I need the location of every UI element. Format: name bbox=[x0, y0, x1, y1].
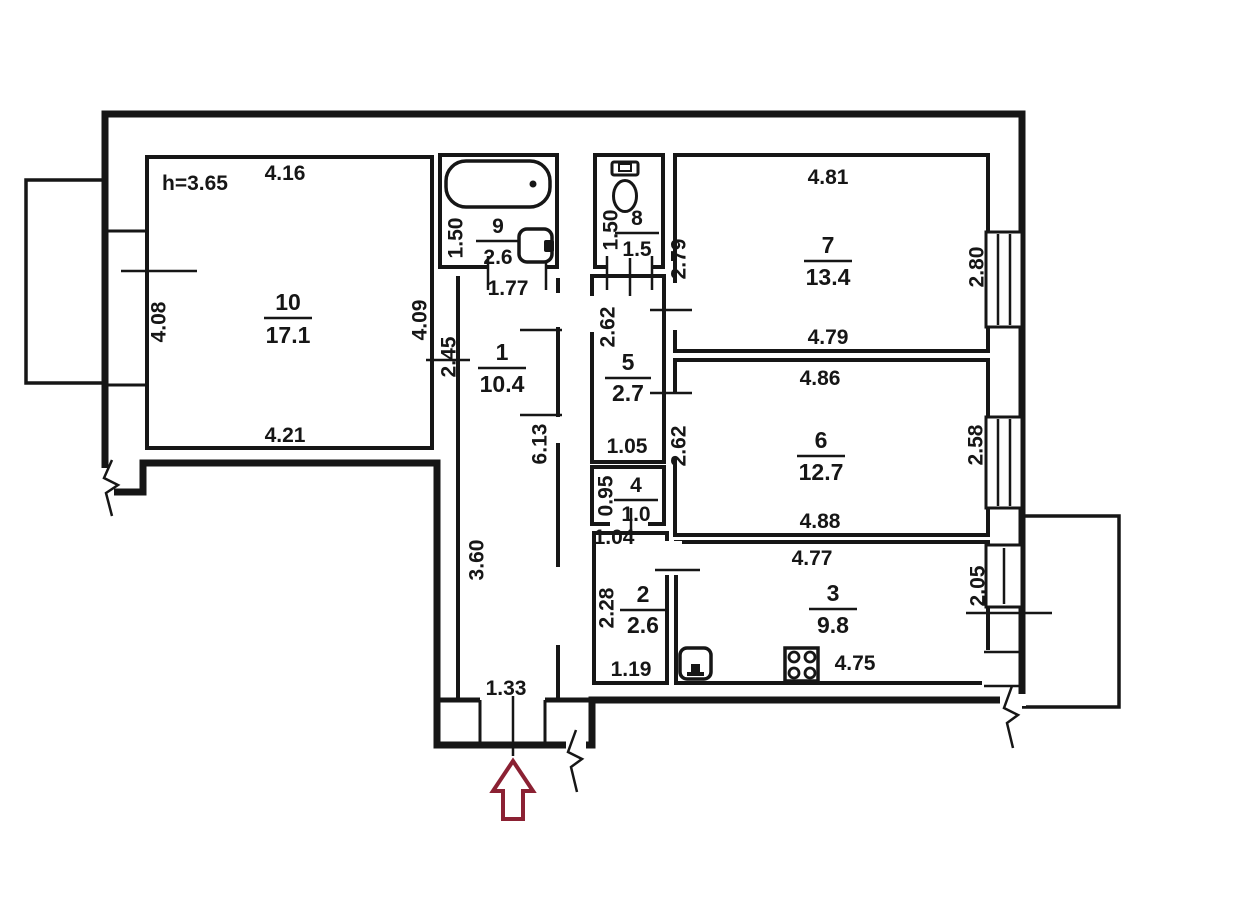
dimension-labels-horizontal: h=3.65 4.16 4.21 1.77 4.81 4.79 4.86 4.8… bbox=[162, 162, 876, 700]
room-4-number: 4 bbox=[630, 474, 642, 497]
dim-corridor-left-upper: 2.45 bbox=[438, 336, 461, 377]
dim-corridor-right: 6.13 bbox=[529, 424, 552, 465]
break-mark-porch bbox=[566, 729, 586, 793]
dim-r5-bottom: 1.05 bbox=[607, 435, 648, 458]
dimension-labels-vertical: 4.08 4.09 2.45 1.50 1.50 2.62 0.95 2.28 … bbox=[148, 210, 990, 629]
room-1-area: 10.4 bbox=[480, 371, 525, 397]
dim-r3-bottom: 4.75 bbox=[835, 652, 876, 675]
dim-r4-bottom: 1.04 bbox=[594, 526, 635, 549]
room-10-area: 17.1 bbox=[266, 322, 311, 348]
break-mark-right bbox=[1000, 685, 1026, 749]
room-9-area: 2.6 bbox=[483, 246, 512, 269]
room-9-number: 9 bbox=[492, 215, 504, 238]
dim-r7-left: 2.79 bbox=[668, 239, 691, 280]
dim-r6-left: 2.62 bbox=[668, 426, 691, 467]
balcony-right bbox=[1022, 514, 1121, 709]
room-5-area: 2.7 bbox=[612, 380, 644, 406]
window-room6 bbox=[984, 415, 1024, 510]
room-3-number: 3 bbox=[827, 580, 840, 606]
room-2-hall bbox=[592, 531, 669, 685]
stove-icon bbox=[783, 646, 820, 683]
break-mark-left bbox=[98, 459, 121, 517]
entrance-door bbox=[437, 696, 592, 756]
dim-corridor-top: 1.77 bbox=[488, 277, 529, 300]
dim-r9-left: 1.50 bbox=[445, 218, 468, 259]
window-room7 bbox=[984, 230, 1024, 329]
room-6-number: 6 bbox=[815, 427, 828, 453]
dim-r2-left: 2.28 bbox=[596, 587, 619, 628]
room-4-area: 1.0 bbox=[621, 503, 650, 526]
room-8-number: 8 bbox=[631, 207, 643, 230]
dim-r10-top: 4.16 bbox=[265, 162, 306, 185]
dim-r6-bottom: 4.88 bbox=[800, 510, 841, 533]
bath-sink-icon bbox=[517, 227, 554, 264]
bathtub-icon bbox=[444, 159, 552, 209]
dim-r7-bottom: 4.79 bbox=[808, 326, 849, 349]
dim-r5-left: 2.62 bbox=[597, 307, 620, 348]
entrance-arrow-icon bbox=[489, 757, 537, 821]
room-labels: 10 17.1 1 10.4 9 2.6 8 1.5 7 13.4 6 12.7… bbox=[264, 207, 857, 638]
window-kitchen bbox=[982, 543, 1024, 688]
room-8-area: 1.5 bbox=[622, 238, 652, 261]
dim-r10-bottom: 4.21 bbox=[265, 424, 306, 447]
room-4-closet bbox=[590, 465, 666, 526]
balcony-left bbox=[24, 178, 105, 385]
corridor-walls bbox=[456, 276, 560, 700]
room-1-number: 1 bbox=[496, 339, 509, 365]
room-10-number: 10 bbox=[275, 289, 301, 315]
dim-r10-right: 4.09 bbox=[409, 300, 432, 341]
room-3-area: 9.8 bbox=[817, 612, 849, 638]
dim-entrance-width: 1.33 bbox=[486, 677, 527, 700]
dim-r7-right: 2.80 bbox=[966, 247, 989, 288]
room-7-number: 7 bbox=[822, 232, 835, 258]
room-5-number: 5 bbox=[622, 349, 635, 375]
dim-corridor-left-lower: 3.60 bbox=[466, 540, 489, 581]
room-2-area: 2.6 bbox=[627, 612, 659, 638]
dim-r2-bottom: 1.19 bbox=[611, 658, 652, 681]
dimension-ticks bbox=[103, 229, 1052, 615]
room-6-area: 12.7 bbox=[799, 459, 844, 485]
dim-r10-left: 4.08 bbox=[148, 301, 171, 342]
room-7-area: 13.4 bbox=[806, 264, 851, 290]
dim-r8-left: 1.50 bbox=[600, 210, 623, 251]
dim-r6-right: 2.58 bbox=[965, 424, 988, 465]
height-note: h=3.65 bbox=[162, 172, 228, 195]
dim-r3-top: 4.77 bbox=[792, 547, 833, 570]
dim-r7-top: 4.81 bbox=[808, 166, 849, 189]
dim-r3-right: 2.05 bbox=[967, 565, 990, 606]
toilet-icon bbox=[610, 160, 640, 213]
dim-r6-top: 4.86 bbox=[800, 367, 841, 390]
room-3-kitchen bbox=[674, 540, 990, 685]
room-2-number: 2 bbox=[637, 581, 650, 607]
dim-r4-left: 0.95 bbox=[595, 475, 618, 516]
room-10 bbox=[145, 155, 434, 450]
kitchen-sink-icon bbox=[678, 646, 713, 681]
room-5-hall bbox=[590, 274, 666, 464]
